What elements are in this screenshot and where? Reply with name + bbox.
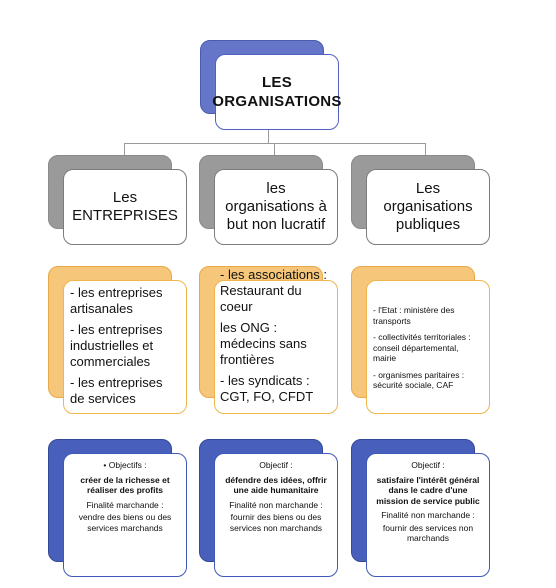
- category-label: les organisations à but non lucratif: [225, 180, 327, 233]
- list-items: - les entreprises artisanales - les entr…: [70, 285, 180, 407]
- objective-label: Objectif :: [259, 460, 293, 470]
- objective-node-public: Objectif : satisfaire l'intérêt général …: [366, 453, 490, 577]
- list-items: - l'Etat : ministère des transports - co…: [373, 305, 483, 391]
- finality-text: fournir des services non marchands: [382, 522, 474, 544]
- category-node-enterprises: Les ENTREPRISES: [63, 169, 187, 245]
- list-item: - les associations : Restaurant du coeur: [220, 267, 327, 314]
- list-item: - les entreprises de services: [70, 375, 163, 406]
- root-title: LES ORGANISATIONS: [212, 74, 342, 110]
- objective-label: • Objectifs :: [103, 460, 147, 470]
- objective-main: satisfaire l'intérêt général dans le cad…: [376, 474, 480, 506]
- finality-label: Finalité non marchande :: [381, 510, 475, 520]
- finality-label: Finalité marchande :: [86, 499, 164, 510]
- connector-root-down: [268, 120, 269, 144]
- list-node-public: - l'Etat : ministère des transports - co…: [366, 280, 490, 414]
- list-node-enterprises: - les entreprises artisanales - les entr…: [63, 280, 187, 414]
- objective-node-enterprises: • Objectifs : créer de la richesse et ré…: [63, 453, 187, 577]
- connector-col3-down: [425, 143, 426, 155]
- list-item: - l'Etat : ministère des transports: [373, 305, 455, 326]
- objective-main: défendre des idées, offrir une aide huma…: [225, 474, 327, 496]
- finality-label: Finalité non marchande :: [229, 499, 323, 510]
- list-item: - collectivités territoriales : conseil …: [373, 332, 471, 363]
- objective-block: Objectif : satisfaire l'intérêt général …: [372, 460, 484, 544]
- connector-col1-down: [124, 143, 125, 155]
- list-item: - organismes paritaires : sécurité socia…: [373, 369, 465, 391]
- list-items: - les associations : Restaurant du coeur…: [220, 267, 332, 405]
- list-item: - les entreprises industrielles et comme…: [70, 322, 163, 369]
- objective-label: Objectif :: [411, 460, 445, 470]
- finality-text: fournir des biens ou des services non ma…: [229, 512, 323, 533]
- objective-block: Objectif : défendre des idées, offrir un…: [220, 460, 332, 533]
- root-node: LES ORGANISATIONS: [212, 54, 342, 130]
- category-label: Les organisations publiques: [383, 180, 473, 233]
- list-node-nonprofit: - les associations : Restaurant du coeur…: [214, 267, 338, 414]
- finality-text: vendre des biens ou des services marchan…: [78, 512, 172, 533]
- objective-node-nonprofit: Objectif : défendre des idées, offrir un…: [214, 453, 338, 577]
- list-item: - les entreprises artisanales: [70, 285, 163, 316]
- objective-main: créer de la richesse et réaliser des pro…: [80, 474, 170, 496]
- connector-col2-down: [274, 143, 275, 155]
- connector-horizontal: [124, 143, 426, 144]
- objective-block: • Objectifs : créer de la richesse et ré…: [69, 460, 181, 533]
- category-node-nonprofit: les organisations à but non lucratif: [214, 169, 338, 245]
- category-label: Les ENTREPRISES: [72, 189, 178, 224]
- category-node-public: Les organisations publiques: [366, 169, 490, 245]
- list-item: les ONG : médecins sans frontières: [220, 320, 307, 367]
- list-item: - les syndicats : CGT, FO, CFDT: [220, 373, 314, 404]
